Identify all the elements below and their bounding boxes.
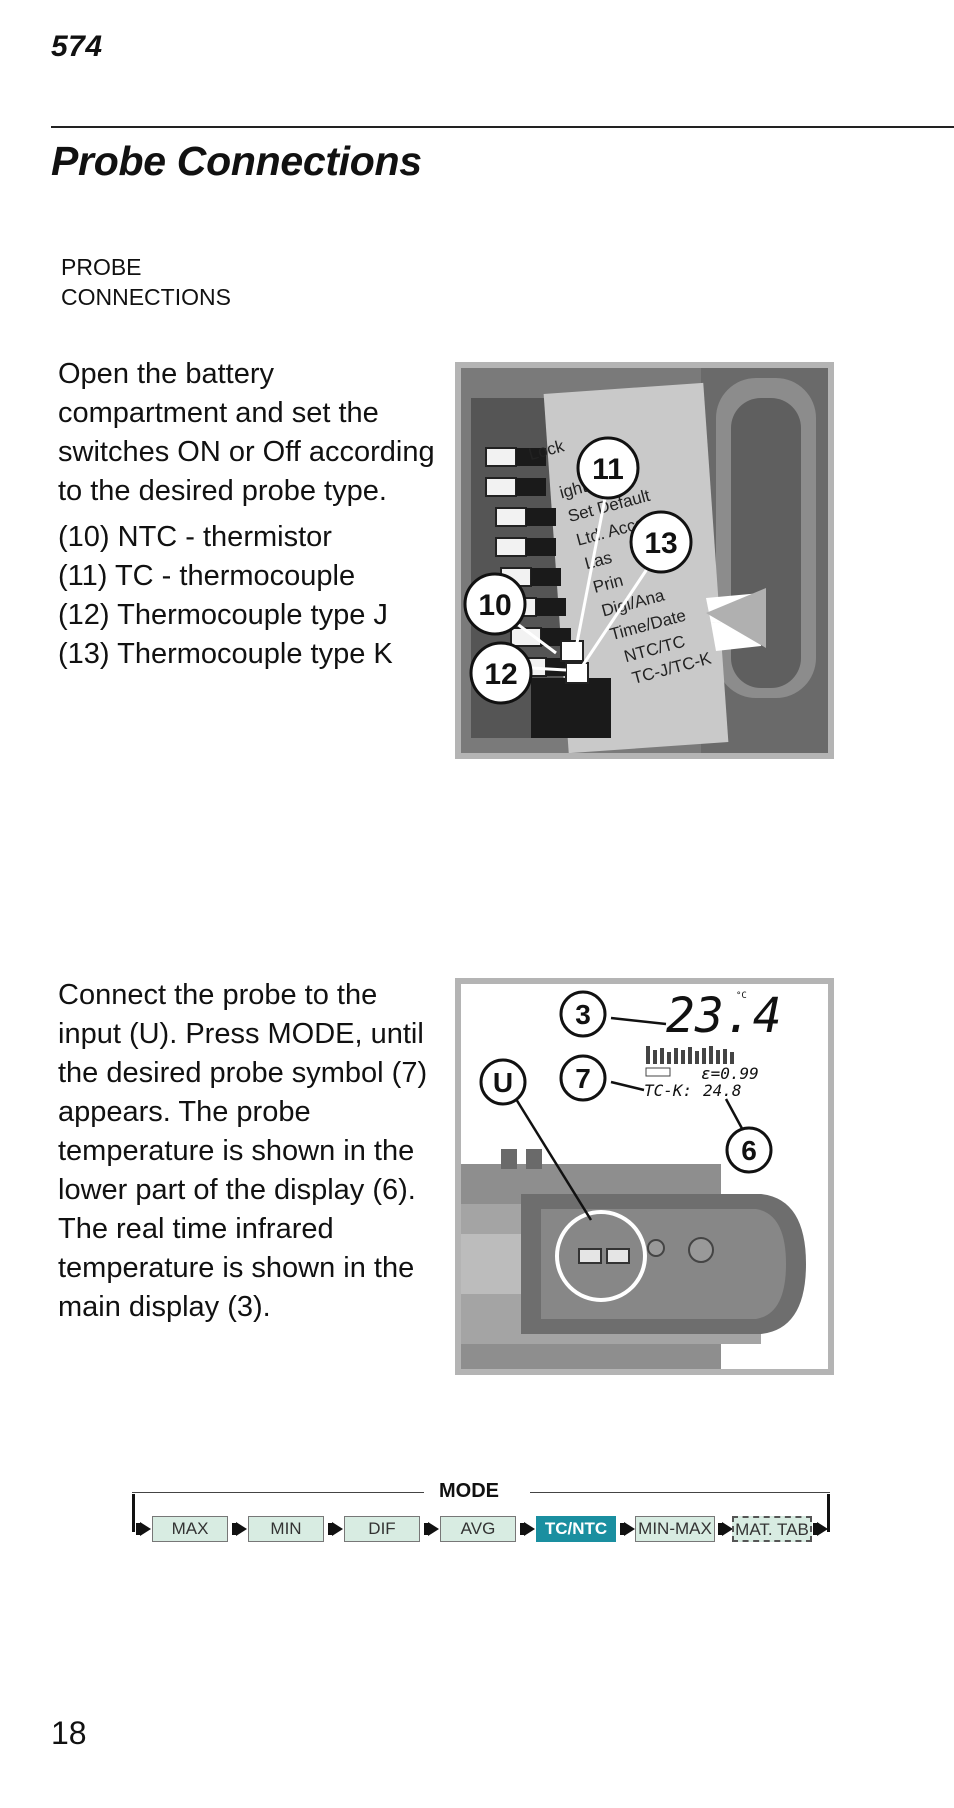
probe-input-illustration: 23.4 °C ε=0.99 TC-K: 24.8 3 <box>461 984 828 1369</box>
mode-arrow <box>236 1522 247 1536</box>
switch-list: (10) NTC - thermistor (11) TC - thermoco… <box>58 518 393 674</box>
dip-switch-photo: Lock ight Set Default Ltd. Access Las Pr… <box>455 362 834 759</box>
section-label: PROBE CONNECTIONS <box>61 252 231 312</box>
mode-arrow <box>817 1522 828 1536</box>
mode-arrow <box>624 1522 635 1536</box>
mode-item-avg[interactable]: AVG <box>440 1516 516 1542</box>
model-number: 574 <box>51 30 103 63</box>
mode-arrow <box>332 1522 343 1536</box>
callout-u: U <box>493 1067 513 1098</box>
section-label-line-1: PROBE <box>61 254 142 280</box>
page-number: 18 <box>51 1715 87 1751</box>
mode-item-tc-ntc[interactable]: TC/NTC <box>536 1516 616 1542</box>
list-item: (12) Thermocouple type J <box>58 599 388 631</box>
emissivity-value: ε=0.99 <box>701 1064 759 1083</box>
callout-6: 6 <box>741 1135 757 1166</box>
callout-12: 12 <box>484 658 517 691</box>
main-reading: 23.4 <box>666 988 782 1044</box>
unit-label: °C <box>736 991 747 1001</box>
mode-arrow <box>428 1522 439 1536</box>
list-item: (11) TC - thermocouple <box>58 560 356 592</box>
mode-item-mat-tab[interactable]: MAT. TAB <box>732 1516 812 1542</box>
mode-bar-end-tick <box>827 1494 830 1532</box>
mode-arrow <box>140 1522 151 1536</box>
mode-label: MODE <box>439 1480 499 1502</box>
mode-item-max[interactable]: MAX <box>152 1516 228 1542</box>
probe-label: TC-K: <box>644 1081 692 1100</box>
list-item: (13) Thermocouple type K <box>58 638 393 670</box>
list-item: (10) NTC - thermistor <box>58 521 332 553</box>
mode-item-dif[interactable]: DIF <box>344 1516 420 1542</box>
mode-arrow <box>524 1522 535 1536</box>
probe-reading: 24.8 <box>703 1081 742 1100</box>
header-rule <box>51 126 954 128</box>
connect-paragraph: Connect the probe to the input (U). Pres… <box>58 979 428 1323</box>
mode-bar-start-tick <box>132 1494 135 1532</box>
mode-sequence-bar: MODE MAX MIN DIF AVG TC/NTC MIN-MAX MAT.… <box>132 1480 832 1550</box>
section-label-line-2: CONNECTIONS <box>61 284 231 310</box>
mode-bar-line-right <box>530 1492 830 1493</box>
callout-11: 11 <box>592 453 624 486</box>
dip-switch-illustration: Lock ight Set Default Ltd. Access Las Pr… <box>461 368 828 753</box>
mode-item-min-max[interactable]: MIN-MAX <box>635 1516 715 1542</box>
mode-arrow <box>722 1522 733 1536</box>
page-title: Probe Connections <box>51 138 422 184</box>
callout-13: 13 <box>644 527 677 560</box>
callout-7: 7 <box>575 1063 591 1094</box>
intro-paragraph: Open the battery compartment and set the… <box>58 358 435 507</box>
callout-3: 3 <box>575 999 591 1030</box>
callout-10: 10 <box>478 589 511 622</box>
mode-bar-line-left <box>132 1492 424 1493</box>
mode-item-min[interactable]: MIN <box>248 1516 324 1542</box>
probe-input-photo: 23.4 °C ε=0.99 TC-K: 24.8 3 <box>455 978 834 1375</box>
